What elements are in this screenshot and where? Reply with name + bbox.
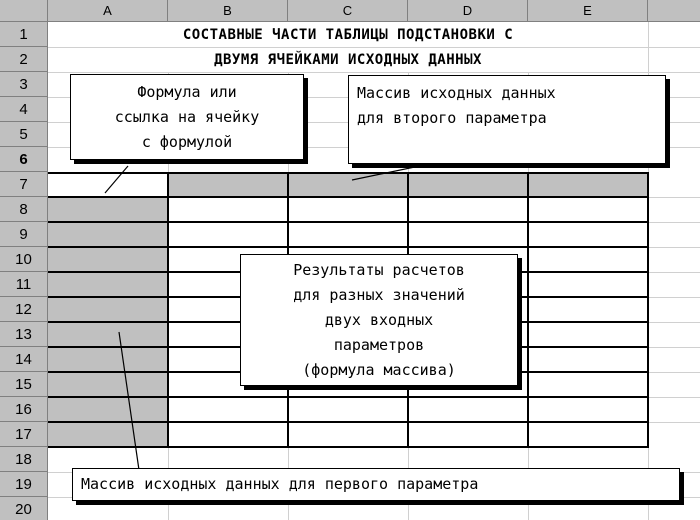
column-header-f[interactable] — [648, 0, 700, 22]
table-border — [647, 172, 649, 448]
row-header-10[interactable]: 10 — [0, 247, 48, 272]
gridline — [48, 72, 700, 73]
gridline — [48, 47, 700, 48]
callout-first-param-line-1: Массив исходных данных для первого парам… — [81, 475, 479, 493]
row-header-5[interactable]: 5 — [0, 122, 48, 147]
row-header-14[interactable]: 14 — [0, 347, 48, 372]
row-header-8[interactable]: 8 — [0, 197, 48, 222]
callout-results-line-1: Результаты расчетов — [293, 261, 465, 279]
callout-formula-line-1: Формула или — [137, 83, 237, 101]
gridline — [648, 272, 700, 273]
page-title-line-2: ДВУМЯ ЯЧЕЙКАМИ ИСХОДНЫХ ДАННЫХ — [214, 52, 482, 68]
row-header-19[interactable]: 19 — [0, 472, 48, 497]
callout-second-param: Массив исходных данных для второго парам… — [348, 75, 666, 164]
row-header-15[interactable]: 15 — [0, 372, 48, 397]
table-border — [48, 246, 649, 248]
gridline — [648, 222, 700, 223]
column-header-e[interactable]: E — [528, 0, 648, 22]
callout-results-line-5: (формула массива) — [302, 361, 456, 379]
gridline — [648, 347, 700, 348]
table-border — [48, 446, 649, 448]
gridline — [648, 297, 700, 298]
callout-first-param: Массив исходных данных для первого парам… — [72, 468, 680, 501]
column-header-d[interactable]: D — [408, 0, 528, 22]
row-header-18[interactable]: 18 — [0, 447, 48, 472]
gridline — [648, 397, 700, 398]
gridline — [648, 197, 700, 198]
row-header-16[interactable]: 16 — [0, 397, 48, 422]
row-header-9[interactable]: 9 — [0, 222, 48, 247]
gridline — [648, 422, 700, 423]
column-header-c[interactable]: C — [288, 0, 408, 22]
callout-results-line-2: для разных значений — [293, 286, 465, 304]
gridline — [648, 247, 700, 248]
callout-second-param-line-1: Массив исходных данных — [357, 84, 556, 102]
gridline — [648, 322, 700, 323]
page-title-line-1: СОСТАВНЫЕ ЧАСТИ ТАБЛИЦЫ ПОДСТАНОВКИ С — [182, 27, 514, 43]
callout-formula-line-2: ссылка на ячейку — [114, 108, 260, 126]
row-header-17[interactable]: 17 — [0, 422, 48, 447]
row-header-4[interactable]: 4 — [0, 97, 48, 122]
row-header-1[interactable]: 1 — [0, 22, 48, 47]
table-border — [48, 196, 649, 198]
callout-second-param-line-2: для второго параметра — [357, 109, 547, 127]
column-header-a[interactable]: A — [48, 0, 168, 22]
callout-results-line-3: двух входных — [324, 311, 434, 329]
formula-pointer-line — [104, 165, 129, 194]
row-header-13[interactable]: 13 — [0, 322, 48, 347]
row-header-11[interactable]: 11 — [0, 272, 48, 297]
table-border — [167, 172, 169, 448]
row-header-12[interactable]: 12 — [0, 297, 48, 322]
select-all-corner[interactable] — [0, 0, 48, 22]
table-border — [48, 172, 649, 174]
table-border — [48, 421, 649, 423]
row-header-2[interactable]: 2 — [0, 47, 48, 72]
gridline — [648, 372, 700, 373]
callout-formula: Формула или ссылка на ячейку с формулой — [70, 74, 304, 160]
row-header-7[interactable]: 7 — [0, 172, 48, 197]
callout-results: Результаты расчетов для разных значений … — [240, 254, 518, 386]
row-header-6[interactable]: 6 — [0, 147, 48, 172]
row-header-20[interactable]: 20 — [0, 497, 48, 520]
table-border — [48, 396, 649, 398]
table-border — [48, 221, 649, 223]
table-border — [527, 172, 529, 448]
row-header-3[interactable]: 3 — [0, 72, 48, 97]
column-header-b[interactable]: B — [168, 0, 288, 22]
callout-formula-line-3: с формулой — [141, 133, 233, 151]
callout-results-line-4: параметров — [333, 336, 425, 354]
